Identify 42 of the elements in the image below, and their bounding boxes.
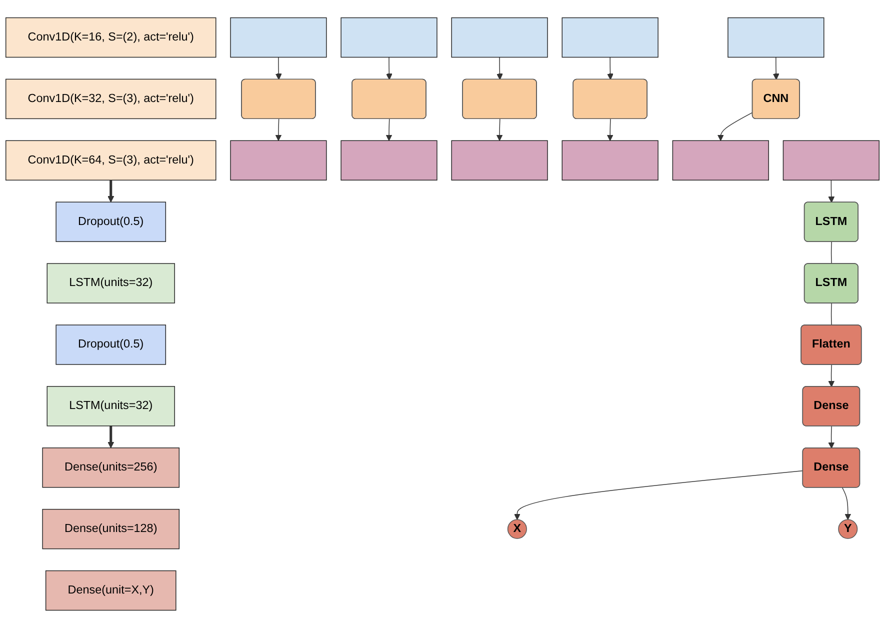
arrow: [607, 56, 614, 80]
arrow: [496, 56, 503, 80]
arrow: [386, 118, 392, 141]
arrow: [828, 180, 835, 203]
node-box: [340, 140, 438, 180]
node-box: [340, 17, 438, 58]
node-box: [451, 140, 548, 180]
node-box: [562, 140, 658, 180]
arrow: [108, 426, 114, 448]
node-box: Dense(units=128): [42, 508, 180, 550]
node-box: [782, 140, 880, 180]
arrow: [828, 364, 835, 388]
arrow: [275, 56, 282, 80]
node-box: [230, 17, 327, 58]
arrow: [275, 118, 282, 141]
node-box: Dense(unit=X,Y): [45, 570, 176, 611]
node-box: [230, 140, 327, 180]
node-box: Conv1D(K=32, S=(3), act='relu'): [5, 78, 216, 120]
arrow: [386, 56, 392, 80]
node-box: Dense(units=256): [42, 448, 180, 488]
node-box: [728, 17, 824, 58]
connector: [830, 242, 832, 264]
node-box: Conv1D(K=64, S=(3), act='relu'): [5, 140, 216, 180]
arrow: [496, 118, 503, 141]
node-box: LSTM(units=32): [46, 386, 175, 426]
arrow: [772, 56, 780, 80]
node-box: LSTM(units=32): [46, 263, 175, 304]
arrow: [514, 470, 804, 520]
node-box: Dropout(0.5): [56, 202, 166, 242]
node-box: [562, 17, 658, 58]
node-box: [672, 140, 769, 180]
node-box: [451, 17, 548, 58]
node-circle: X: [507, 519, 527, 539]
arrow: [842, 487, 852, 520]
node-circle: Y: [838, 519, 858, 539]
arrow: [606, 118, 614, 141]
node-box: Dropout(0.5): [56, 324, 166, 365]
arrow: [108, 180, 114, 202]
connector: [830, 303, 832, 326]
arrow: [717, 112, 753, 141]
node-box: Conv1D(K=16, S=(2), act='relu'): [5, 17, 216, 58]
arrow: [828, 426, 835, 449]
